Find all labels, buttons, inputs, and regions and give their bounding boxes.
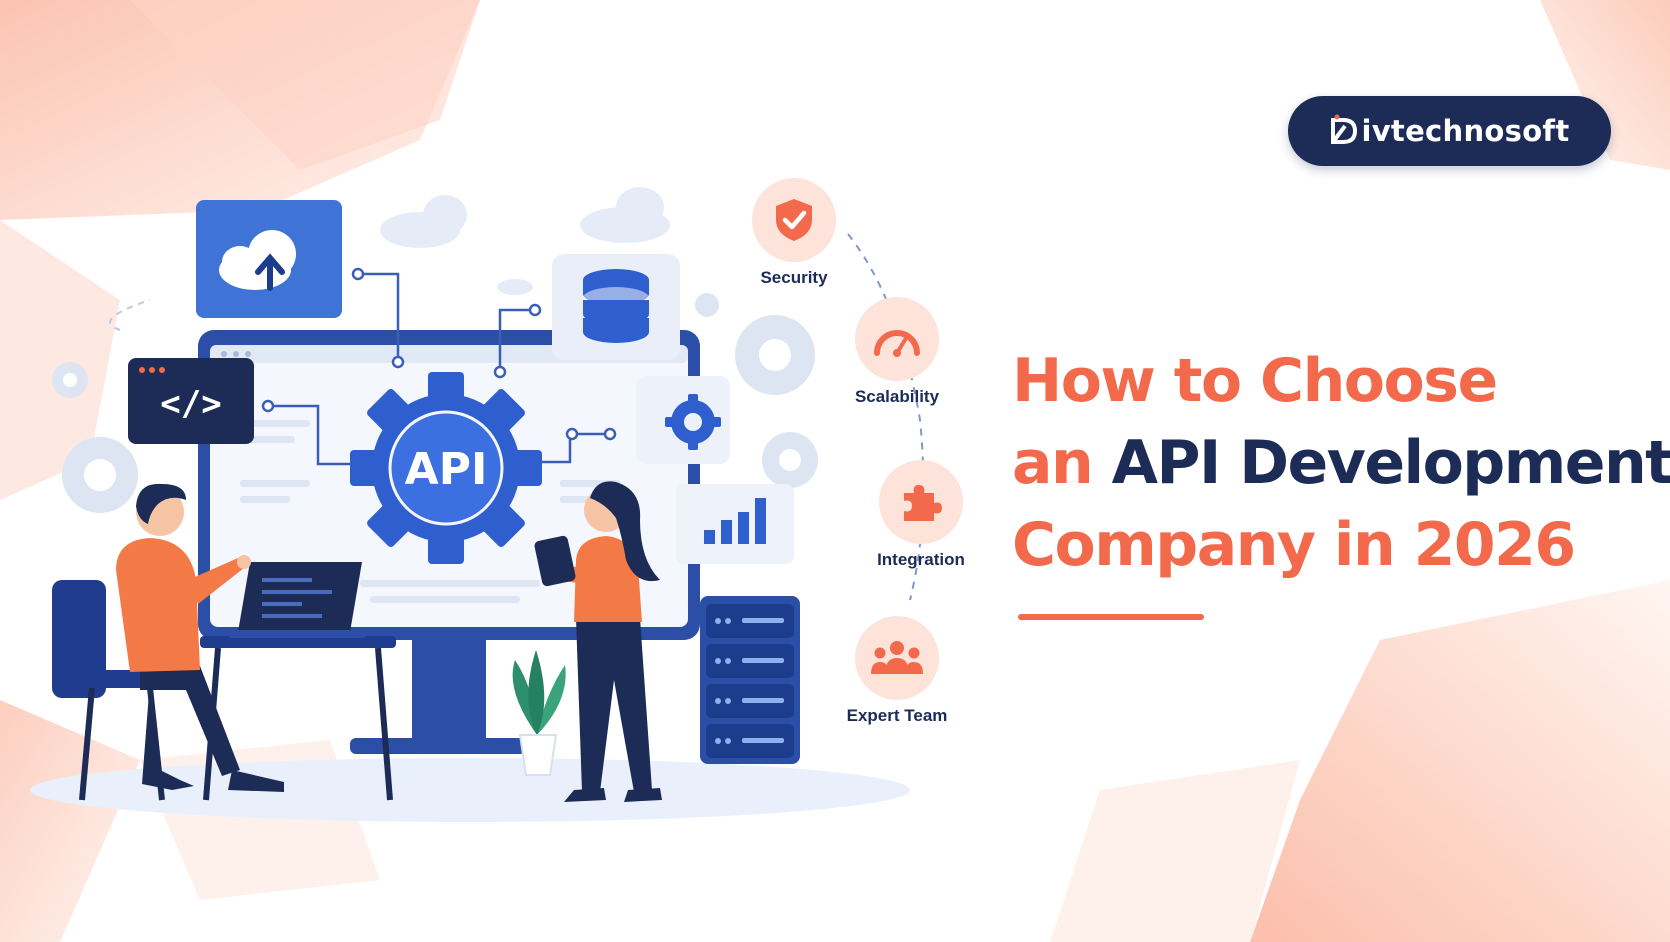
api-gear-icon: API: [350, 372, 542, 564]
database-icon: [552, 254, 680, 360]
feature-label: Security: [760, 268, 828, 287]
plant-icon: [512, 650, 566, 776]
api-illustration: API: [30, 187, 925, 822]
floor-shadow: [30, 758, 910, 822]
server-rack-icon: [700, 596, 800, 764]
brand-logo: ivtechnosoft: [1288, 96, 1611, 166]
team-icon: [871, 641, 923, 674]
puzzle-icon: [904, 485, 942, 521]
feature-label: Expert Team: [846, 706, 948, 725]
settings-gear-icon: [636, 376, 730, 464]
feature-integration: Integration: [851, 460, 991, 570]
man-at-desk: [52, 483, 396, 801]
feature-connector: [847, 233, 925, 601]
title-line-2-highlight: API Development: [1111, 428, 1670, 498]
title-line-2-prefix: an: [1012, 428, 1112, 498]
connector-lines: [268, 272, 610, 466]
gear-icon: [52, 293, 818, 513]
title-underline: [1018, 614, 1204, 620]
cloud-upload-icon: [196, 200, 342, 318]
page-title: How to Choose an API Development Company…: [1012, 340, 1670, 586]
shield-check-icon: [776, 199, 812, 241]
api-gear-label: API: [405, 444, 488, 495]
title-line-1: How to Choose: [1012, 346, 1498, 416]
logo-mark-icon: [1331, 114, 1358, 144]
feature-label: Integration: [877, 550, 965, 569]
code-window: </>: [128, 358, 254, 444]
feature-expert-team: Expert Team: [827, 616, 967, 726]
title-line-3: Company in 2026: [1012, 510, 1576, 580]
speedometer-icon: [874, 330, 920, 357]
woman-with-tablet: [534, 481, 662, 802]
code-symbol: </>: [160, 384, 221, 424]
cloud-icon: [380, 187, 670, 295]
brand-name: ivtechnosoft: [1361, 114, 1570, 148]
title-line-2: an API Development: [1012, 422, 1670, 504]
feature-security: Security: [724, 178, 864, 288]
bar-chart-icon: [676, 484, 794, 564]
feature-label: Scalability: [854, 387, 940, 406]
feature-scalability: Scalability: [827, 297, 967, 407]
